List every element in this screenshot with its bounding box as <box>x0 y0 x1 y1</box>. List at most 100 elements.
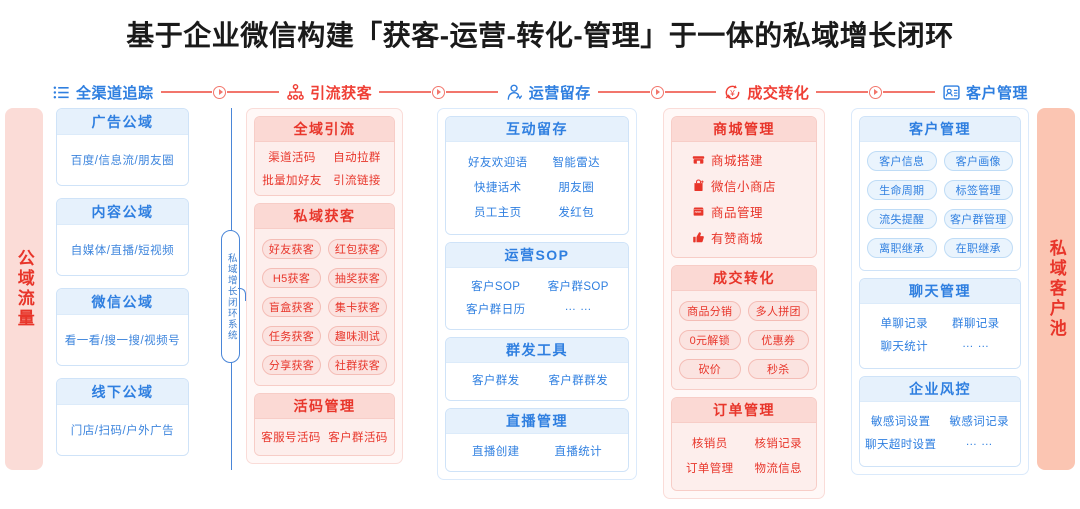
icon-list-label: 商品管理 <box>711 206 764 220</box>
card-content-domain[interactable]: 内容公域 自媒体/直播/短视频 <box>56 198 189 276</box>
list-icon <box>52 83 71 102</box>
text-item: … … <box>965 436 993 448</box>
sitemap-icon <box>286 83 305 102</box>
card-mass-messaging[interactable]: 群发工具 客户群发 客户群群发 <box>445 337 629 401</box>
pill-item[interactable]: 集卡获客 <box>328 297 387 317</box>
pill-item[interactable]: 生命周期 <box>867 180 937 200</box>
stage-5[interactable]: 客户管理 <box>942 82 1028 103</box>
divider-private-loop: 私域增长闭环系统 <box>216 108 246 470</box>
card-omni-traffic[interactable]: 全域引流 渠道活码 自动拉群 批量加好友 引流链接 <box>254 116 395 196</box>
column-customer-management: 客户管理 客户信息 客户画像 生命周期 标签管理 流失提醒 客户群管理 离职继承… <box>851 108 1029 475</box>
pill-item[interactable]: 优惠券 <box>747 330 809 350</box>
icon-list: 商城搭建 微信小商店 <box>678 150 810 247</box>
text-grid: 客服号活码 客户群活码 <box>259 429 390 445</box>
text-item: 引流链接 <box>333 175 381 187</box>
id-card-icon <box>942 83 961 102</box>
icon-list-item[interactable]: 微信小商店 <box>692 176 810 195</box>
card-title: 活码管理 <box>255 394 394 419</box>
pill-item[interactable]: 商品分销 <box>679 301 741 321</box>
pill-item[interactable]: 离职继承 <box>867 238 937 258</box>
pill-item[interactable]: 在职继承 <box>943 238 1013 258</box>
icon-list-item[interactable]: 有赞商城 <box>692 228 810 247</box>
pill-item[interactable]: 好友获客 <box>262 239 321 259</box>
card-title: 商城管理 <box>672 117 816 142</box>
card-customer-management[interactable]: 客户管理 客户信息 客户画像 生命周期 标签管理 流失提醒 客户群管理 离职继承… <box>859 116 1021 271</box>
icon-list-item[interactable]: 商城搭建 <box>692 150 810 169</box>
card-operation-sop[interactable]: 运营SOP 客户SOP 客户群SOP 客户群日历 … … <box>445 242 629 330</box>
pill-item[interactable]: 0元解锁 <box>679 330 741 350</box>
stage-5-label: 客户管理 <box>966 84 1029 102</box>
icon-list-label: 微信小商店 <box>711 180 777 194</box>
card-live-code-management[interactable]: 活码管理 客服号活码 客户群活码 <box>254 393 395 456</box>
connector-line <box>445 91 498 93</box>
card-deal-conversion[interactable]: 成交转化 商品分销 多人拼团 0元解锁 优惠券 砍价 秒杀 <box>671 265 817 390</box>
pill-item[interactable]: 任务获客 <box>262 326 321 346</box>
card-title: 直播管理 <box>446 409 628 434</box>
text-item: 直播创建 <box>471 446 520 458</box>
card-enterprise-risk-control[interactable]: 企业风控 敏感词设置 敏感词记录 聊天超时设置 … … <box>859 376 1021 467</box>
text-item: 客户群群发 <box>548 375 608 387</box>
play-arrow-icon <box>650 85 664 99</box>
card-title: 微信公域 <box>57 289 188 315</box>
pill-item[interactable]: 秒杀 <box>747 359 809 379</box>
stage-2[interactable]: 引流获客 <box>286 82 372 103</box>
text-grid: 好友欢迎语 智能雷达 快捷话术 朋友圈 员工主页 发红包 <box>460 154 614 220</box>
card-title: 成交转化 <box>672 266 816 291</box>
stage-3[interactable]: 运营留存 <box>505 82 591 103</box>
pill-item[interactable]: 社群获客 <box>328 355 387 375</box>
card-wechat-domain[interactable]: 微信公域 看一看/搜一搜/视频号 <box>56 288 189 366</box>
connector-line <box>816 91 869 93</box>
connector-1 <box>154 85 287 99</box>
text-item: … … <box>564 301 592 313</box>
pill-item[interactable]: 客户信息 <box>867 151 937 171</box>
pill-item[interactable]: 红包获客 <box>328 239 387 259</box>
card-private-acquisition[interactable]: 私域获客 好友获客 红包获客 H5获客 抽奖获客 盲盒获客 集卡获客 任务获客 … <box>254 203 395 386</box>
connector-line <box>379 91 431 93</box>
card-title: 私域获客 <box>255 204 394 229</box>
card-mall-management[interactable]: 商城管理 商城搭建 <box>671 116 817 258</box>
card-text: 门店/扫码/户外广告 <box>70 425 175 437</box>
pill-item[interactable]: 砍价 <box>679 359 741 379</box>
card-offline-domain[interactable]: 线下公域 门店/扫码/户外广告 <box>56 378 189 456</box>
text-item: 员工主页 <box>473 207 522 219</box>
column-acquisition: 全域引流 渠道活码 自动拉群 批量加好友 引流链接 私域获客 好友获客 红包获客… <box>246 108 403 464</box>
card-title: 客户管理 <box>860 117 1020 142</box>
text-item: 智能雷达 <box>552 157 601 169</box>
pill-item[interactable]: H5获客 <box>262 268 321 288</box>
pill-item[interactable]: 多人拼团 <box>747 301 809 321</box>
store-icon <box>692 153 705 166</box>
connector-line <box>227 91 280 93</box>
divider-notch-icon <box>238 288 246 301</box>
text-grid: 敏感词设置 敏感词记录 聊天超时设置 … … <box>863 413 1017 452</box>
pill-item[interactable]: 趣味测试 <box>328 326 387 346</box>
stage-1[interactable]: 全渠道追踪 <box>52 82 154 103</box>
pill-item[interactable]: 分享获客 <box>262 355 321 375</box>
card-title: 企业风控 <box>860 377 1020 402</box>
play-arrow-icon <box>431 85 445 99</box>
card-title: 订单管理 <box>672 398 816 423</box>
card-interactive-retention[interactable]: 互动留存 好友欢迎语 智能雷达 快捷话术 朋友圈 员工主页 发红包 <box>445 116 629 235</box>
card-chat-management[interactable]: 聊天管理 单聊记录 群聊记录 聊天统计 … … <box>859 278 1021 369</box>
card-title: 线下公域 <box>57 379 188 405</box>
stage-4[interactable]: ¥ 成交转化 <box>723 82 809 103</box>
pill-item[interactable]: 标签管理 <box>943 180 1013 200</box>
play-arrow-icon <box>869 85 883 99</box>
card-title: 聊天管理 <box>860 279 1020 304</box>
pill-item[interactable]: 盲盒获客 <box>262 297 321 317</box>
pill-item[interactable]: 客户群管理 <box>943 209 1013 229</box>
card-title: 运营SOP <box>446 243 628 268</box>
card-live-management[interactable]: 直播管理 直播创建 直播统计 <box>445 408 629 472</box>
connector-line <box>597 91 650 93</box>
icon-list-item[interactable]: 商品管理 <box>692 202 810 221</box>
svg-text:¥: ¥ <box>730 88 736 97</box>
card-ad-domain[interactable]: 广告公域 百度/信息流/朋友圈 <box>56 108 189 186</box>
rail-private-pool: 私域客户池 <box>1037 108 1075 470</box>
text-item: 自动拉群 <box>333 152 381 164</box>
pill-item[interactable]: 流失提醒 <box>867 209 937 229</box>
card-title: 广告公域 <box>57 109 188 135</box>
card-title: 全域引流 <box>255 117 394 142</box>
card-order-management[interactable]: 订单管理 核销员 核销记录 订单管理 物流信息 <box>671 397 817 491</box>
pill-item[interactable]: 客户画像 <box>943 151 1013 171</box>
card-text: 自媒体/直播/短视频 <box>70 245 175 257</box>
pill-item[interactable]: 抽奖获客 <box>328 268 387 288</box>
